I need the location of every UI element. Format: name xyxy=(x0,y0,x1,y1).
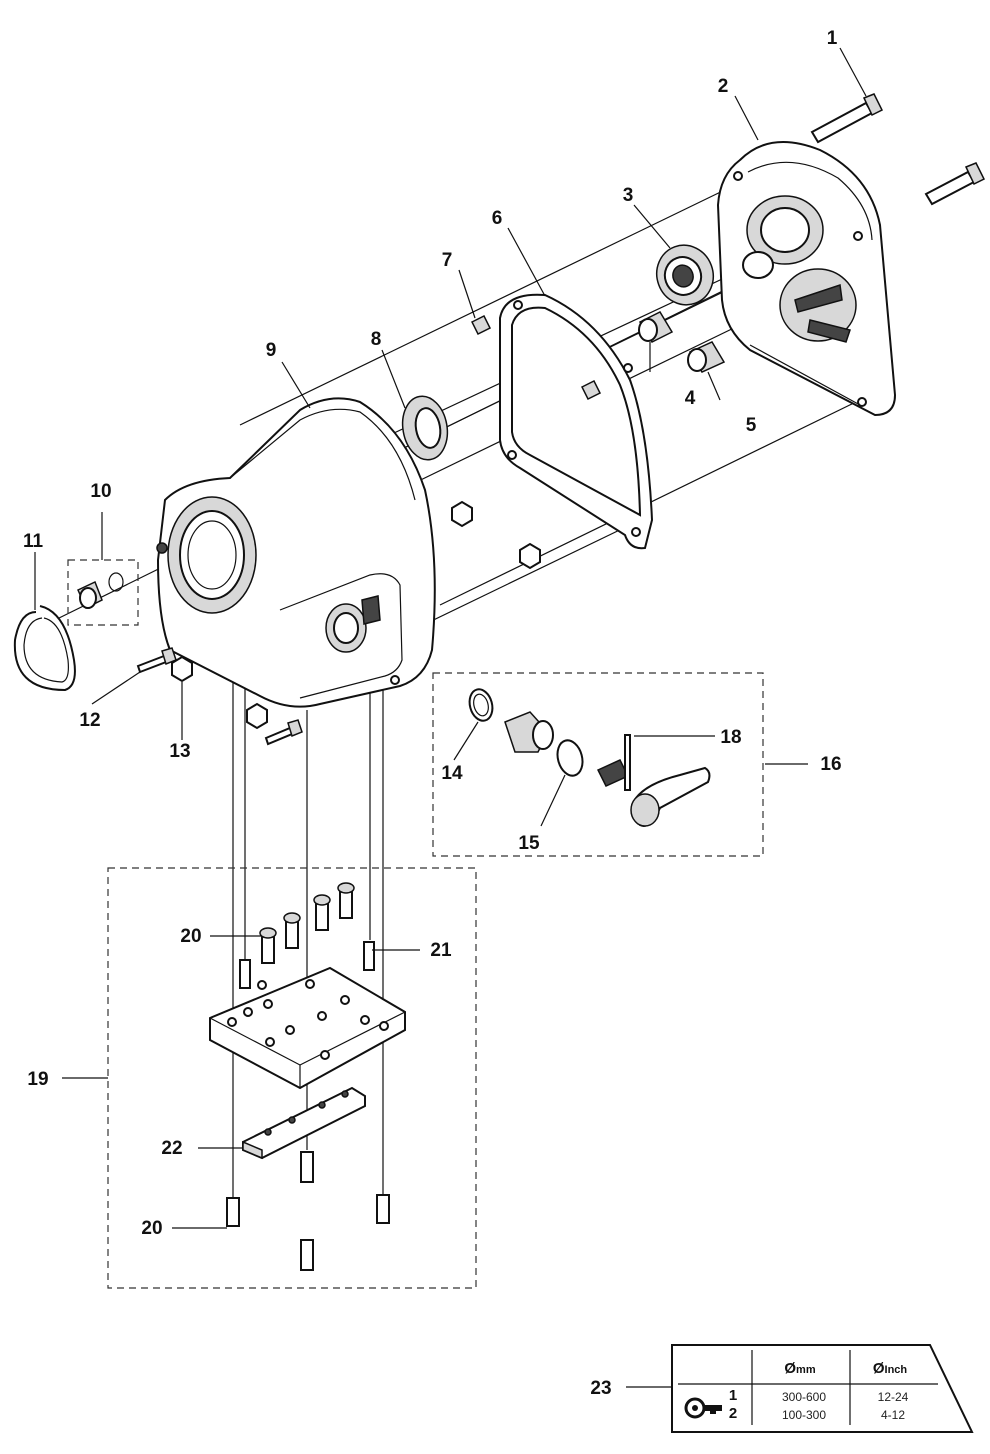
retaining-ring-part-11 xyxy=(13,605,76,692)
needle-bearing-part-5 xyxy=(687,341,726,373)
callout-2: 2 xyxy=(718,76,729,97)
callout-22: 22 xyxy=(161,1138,182,1159)
row-2-inch: 4-12 xyxy=(881,1408,905,1422)
main-housing-part-9 xyxy=(156,397,436,708)
size-table-text: Ømm ØInch 1 300-600 12-24 2 100-300 4-12 xyxy=(684,1360,909,1422)
callout-10: 10 xyxy=(90,481,111,502)
callout-13: 13 xyxy=(169,741,190,762)
callout-12: 12 xyxy=(79,710,100,731)
seal-ring-part-8 xyxy=(401,395,449,461)
callout-labels: 1 2 3 4 5 6 7 8 9 10 11 12 13 14 15 16 1… xyxy=(23,28,842,1399)
needle-bearing-part-4 xyxy=(638,311,674,343)
row-1-mm: 300-600 xyxy=(782,1390,826,1404)
callout-11: 11 xyxy=(23,531,44,552)
callout-9: 9 xyxy=(266,340,277,361)
bolt-part-1 xyxy=(810,93,986,206)
col-header-mm: Ømm xyxy=(784,1360,815,1377)
mounting-plate-group-19 xyxy=(107,867,477,1289)
row-1-number: 1 xyxy=(729,1387,737,1404)
callout-19: 19 xyxy=(27,1069,48,1090)
callout-7: 7 xyxy=(442,250,453,271)
size-table-part-23 xyxy=(671,1344,974,1433)
callout-4: 4 xyxy=(685,388,696,409)
key-icon xyxy=(684,1397,722,1419)
callout-15: 15 xyxy=(518,833,540,854)
valve-assembly-group-16 xyxy=(432,672,764,857)
callout-20-top: 20 xyxy=(180,926,201,947)
callout-5: 5 xyxy=(746,415,757,436)
callout-8: 8 xyxy=(371,329,382,350)
callout-6: 6 xyxy=(492,208,503,229)
rear-housing-plate-part-2 xyxy=(716,141,897,417)
callout-21: 21 xyxy=(430,940,452,961)
dowel-pins-part-7 xyxy=(470,314,602,401)
callout-23: 23 xyxy=(590,1378,611,1399)
gasket-part-6 xyxy=(499,293,654,550)
lower-nut-screw xyxy=(246,702,303,746)
nut-part-13 xyxy=(171,655,193,683)
plug-part-10 xyxy=(67,559,139,626)
callout-20-bottom: 20 xyxy=(141,1218,162,1239)
row-1-inch: 12-24 xyxy=(878,1390,909,1404)
callout-14: 14 xyxy=(441,763,463,784)
callout-leader-lines xyxy=(34,47,867,1388)
callout-3: 3 xyxy=(623,185,634,206)
col-header-inch: ØInch xyxy=(873,1360,908,1377)
housing-nuts xyxy=(451,500,541,570)
bearing-part-3 xyxy=(656,244,714,306)
screw-part-12 xyxy=(136,647,177,674)
callout-18: 18 xyxy=(720,727,741,748)
callout-1: 1 xyxy=(827,28,838,49)
row-2-mm: 100-300 xyxy=(782,1408,826,1422)
callout-16: 16 xyxy=(820,754,841,775)
row-2-number: 2 xyxy=(729,1405,737,1422)
